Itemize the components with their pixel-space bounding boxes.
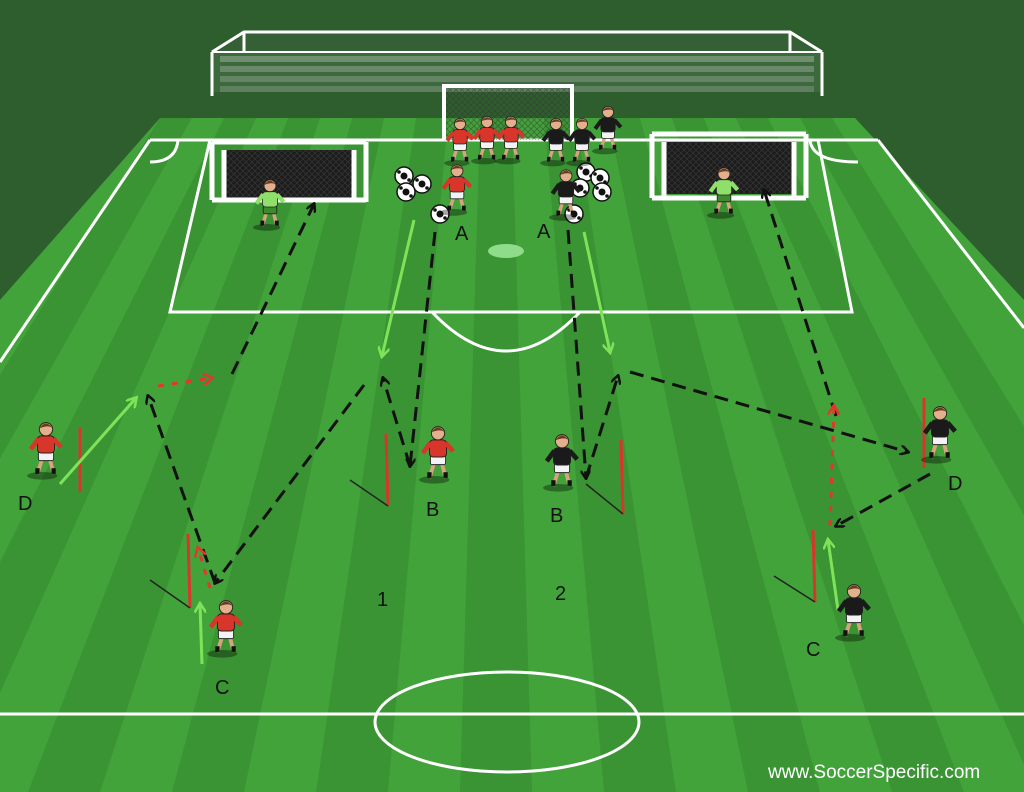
right-goal [649, 131, 809, 201]
run-arrow [58, 398, 136, 485]
player-black-queue [566, 117, 597, 167]
ball [430, 204, 450, 224]
pole-c-right [773, 529, 817, 603]
watermark: www.SoccerSpecific.com [767, 762, 980, 783]
ball [570, 178, 590, 198]
pass-arrow [410, 231, 437, 466]
pass-arrow [629, 370, 908, 452]
pass-arrow [836, 472, 931, 526]
player-red-queue [444, 117, 475, 167]
player-black-queue [540, 117, 571, 167]
ball [412, 174, 432, 194]
player-red-queue [495, 115, 526, 165]
pitch-stripe [0, 118, 256, 792]
penalty-arc [430, 310, 582, 353]
pass-arrows [148, 190, 931, 583]
player-black-d [921, 406, 957, 464]
pitch-stripe [608, 118, 820, 792]
label-a-left: A [455, 223, 469, 245]
dribble-arrow [830, 406, 834, 527]
pass-arrow [764, 190, 838, 417]
player-red-a [440, 164, 473, 216]
corner-arc-left [149, 139, 180, 164]
center-circle [373, 670, 641, 774]
label-c-right: C [806, 639, 820, 661]
run-arrow [382, 219, 416, 356]
pitch-stripe [736, 118, 1024, 792]
pitch-stripe [800, 118, 1024, 792]
poles [78, 398, 926, 609]
left-touchline [0, 139, 152, 363]
dribble-arrow [157, 378, 212, 388]
pole-c-left [149, 533, 192, 609]
labels: A A B B C C D D 1 2 [18, 221, 962, 699]
pole-b-right [585, 439, 625, 515]
ball [592, 182, 612, 202]
left-goal [209, 139, 369, 203]
right-touchline [876, 139, 1024, 329]
pitch [0, 118, 1024, 792]
player-black-queue [592, 105, 623, 155]
player-red-d [27, 422, 63, 480]
ball [396, 182, 416, 202]
run-arrow [200, 604, 202, 665]
player-red-c [207, 600, 243, 658]
label-b-right: B [550, 505, 563, 527]
penalty-spot [488, 244, 524, 258]
stand [210, 30, 824, 96]
player-black-c [835, 584, 871, 642]
player-red-b [419, 426, 455, 484]
label-zone-1: 1 [377, 589, 388, 611]
player-black-a [549, 169, 582, 221]
pitch-stripe [460, 118, 532, 792]
run-arrow [828, 540, 840, 611]
label-d-right: D [948, 473, 962, 495]
label-d-left: D [18, 493, 32, 515]
pass-arrow [230, 204, 314, 375]
pitch-stripe [544, 118, 676, 792]
pitch-stripe [28, 118, 320, 792]
corner-arc-right [808, 139, 859, 164]
run-arrows [58, 219, 840, 665]
ball [394, 166, 414, 186]
pitch-stripe [316, 118, 448, 792]
pole-b-left [349, 433, 390, 507]
player-black-b [543, 434, 579, 492]
label-b-left: B [426, 499, 439, 521]
pass-arrow [215, 384, 366, 583]
dribble-arrows [157, 378, 834, 589]
label-zone-2: 2 [555, 583, 566, 605]
pass-arrow [383, 378, 412, 467]
label-a-right: A [537, 221, 551, 243]
pitch-stripe [672, 118, 964, 792]
label-c-left: C [215, 677, 229, 699]
penalty-box [168, 139, 854, 314]
goalkeeper-left [253, 179, 286, 231]
pass-arrow [584, 376, 618, 479]
pitch-lines [0, 138, 1024, 774]
goalkeeper-right [707, 167, 740, 219]
players [27, 105, 957, 658]
pass-arrow [566, 229, 586, 478]
pitch-stripe [0, 118, 192, 792]
run-arrow [582, 231, 610, 352]
